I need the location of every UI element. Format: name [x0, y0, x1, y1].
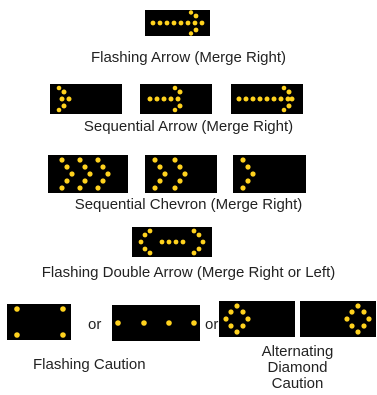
sequential-arrow-caption: Sequential Arrow (Merge Right) [83, 118, 294, 135]
flashing-caution-panel-line [112, 305, 200, 341]
double-chevron-icon [152, 157, 188, 191]
alternating-diamond-caption-line-2: Diamond [267, 359, 328, 376]
alternating-diamond-caption-line-1: Alternating [261, 343, 334, 360]
sequential-chevron-caption: Sequential Chevron (Merge Right) [74, 196, 303, 213]
right-arrow-icon [150, 10, 205, 36]
sequential-chevron-panel-1 [48, 155, 128, 193]
or-separator-1: or [88, 316, 102, 333]
sequential-chevron-panel-3 [233, 155, 306, 193]
flashing-arrow-caption: Flashing Arrow (Merge Right) [90, 49, 287, 66]
sequential-arrow-panel-3 [231, 84, 303, 114]
alternating-diamond-caption-line-3: Caution [271, 375, 324, 392]
short-arrow-icon [147, 85, 183, 113]
flashing-caution-caption: Flashing Caution [33, 356, 146, 373]
flashing-arrow-panel [145, 10, 210, 36]
four-dots-line-icon [115, 320, 197, 326]
full-arrow-icon [236, 85, 295, 113]
triple-chevron-icon [59, 157, 111, 191]
flashing-caution-panel-corners [7, 304, 71, 340]
alternating-diamond-panel-right [300, 301, 376, 337]
sequential-arrow-panel-2 [140, 84, 212, 114]
flashing-double-arrow-caption: Flashing Double Arrow (Merge Right or Le… [41, 264, 336, 281]
sequential-arrow-panel-1 [50, 84, 122, 114]
diamond-left-icon [223, 303, 251, 335]
flashing-double-arrow-panel [132, 227, 212, 257]
single-chevron-icon [240, 157, 256, 191]
sequential-chevron-panel-2 [145, 155, 217, 193]
diamond-right-icon [344, 303, 372, 335]
or-separator-2: or [205, 316, 219, 333]
double-arrow-icon [138, 228, 206, 256]
arrow-head-icon [56, 85, 72, 113]
alternating-diamond-panel-left [219, 301, 295, 337]
four-corner-dots-icon [14, 306, 66, 338]
